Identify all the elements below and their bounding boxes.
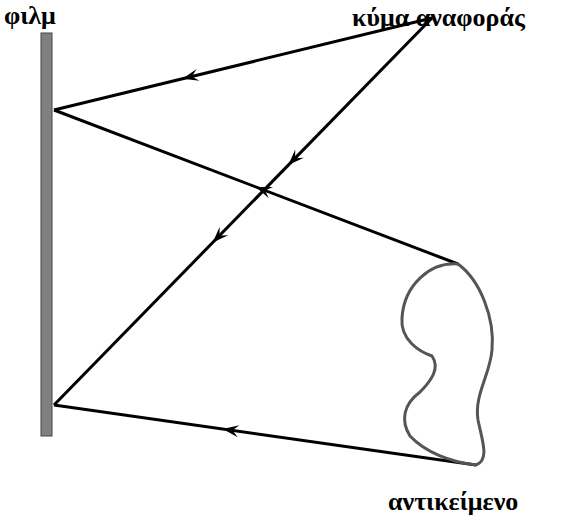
film-plate: [41, 33, 52, 436]
arrowhead: [256, 187, 273, 198]
arrowhead: [213, 227, 228, 243]
reference-wave-label: κύμα αναφοράς: [352, 4, 525, 33]
arrowhead: [288, 149, 303, 165]
arrowheads: [183, 69, 304, 437]
arrowhead: [223, 425, 240, 437]
object-label: αντικείμενο: [388, 488, 518, 517]
object-outline: [402, 264, 493, 465]
film-label: φιλμ: [4, 2, 56, 31]
arrowhead: [183, 69, 200, 81]
